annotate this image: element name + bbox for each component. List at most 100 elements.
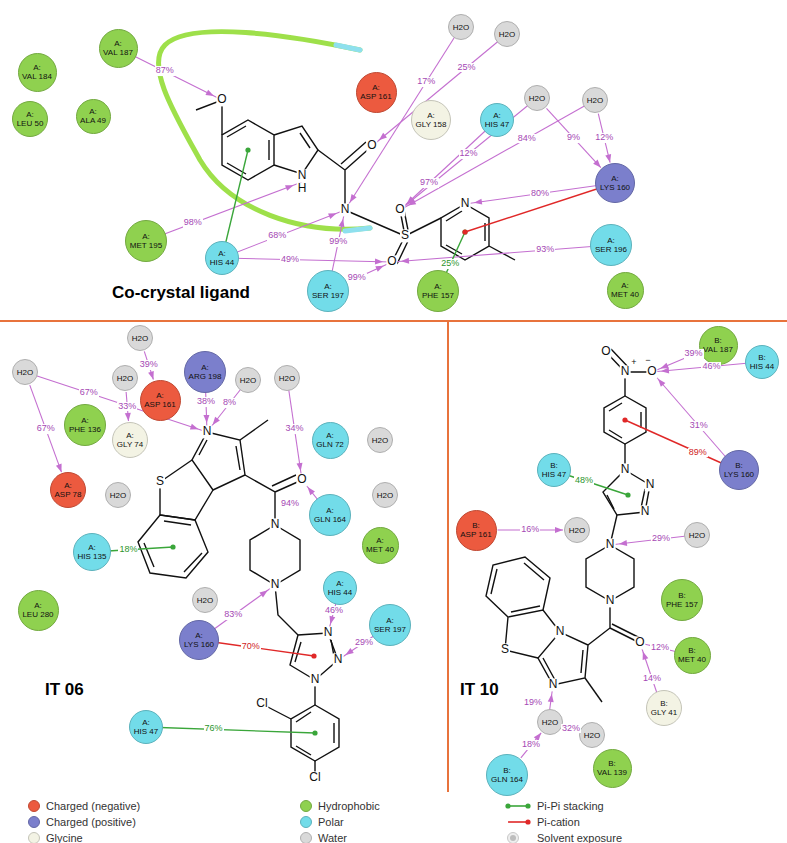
- pi-pi-stacking-line: [92, 150, 628, 733]
- residue-circle: A:VAL 184: [18, 53, 57, 92]
- panel-title: IT 10: [460, 680, 499, 700]
- percent-label: 46%: [701, 362, 721, 372]
- residue-label: PHE 157: [422, 291, 454, 300]
- residue-label: ASP 161: [360, 92, 391, 101]
- legend-swatch: [28, 832, 40, 843]
- residue-label: H2O: [117, 374, 133, 383]
- atom-label: N: [640, 505, 651, 518]
- percent-label: 34%: [284, 424, 304, 434]
- residue-label: GLY 41: [651, 708, 677, 717]
- hydrogen-bond-arrow: [392, 245, 611, 262]
- residue-label: H2O: [587, 96, 603, 105]
- atom-label: O: [366, 139, 377, 152]
- residue-circle: A:PHE 136: [64, 404, 106, 446]
- residue-label: A:: [218, 249, 226, 258]
- water-circle: H2O: [524, 85, 550, 111]
- percent-label: 29%: [354, 638, 374, 648]
- residue-label: A:: [64, 481, 72, 490]
- residue-label: LYS 160: [184, 640, 214, 649]
- residue-label: LEU 50: [17, 119, 44, 128]
- atom-label: N: [460, 197, 471, 210]
- atom-label: N: [297, 169, 308, 182]
- residue-label: H2O: [132, 334, 148, 343]
- panel-box: IT 10B:VAL 187B:HIS 44B:HIS 47B:LYS 160B…: [447, 322, 787, 792]
- residue-circle: B:PHE 157: [661, 579, 703, 621]
- solvent-exposure-outline: [158, 32, 370, 231]
- water-circle: H2O: [235, 367, 261, 393]
- hydrogen-bond-arrow: [652, 362, 760, 372]
- water-circle: H2O: [274, 365, 300, 391]
- residue-circle: A:ASP 161: [140, 380, 181, 421]
- residue-label: VAL 187: [103, 48, 133, 57]
- percent-label: 17%: [416, 77, 436, 87]
- atom-label: N: [310, 673, 321, 686]
- residue-label: PHE 157: [666, 600, 698, 609]
- residue-circle: A:LYS 160: [179, 620, 219, 660]
- residue-label: A:: [621, 281, 629, 290]
- residue-label: MET 40: [366, 545, 394, 554]
- residue-label: VAL 139: [597, 768, 627, 777]
- residue-circle: A:HIS 47: [480, 103, 514, 137]
- atom-label: O: [394, 203, 405, 216]
- panel-box: IT 06H2OH2OH2OA:ARG 198H2OH2OA:ASP 161A:…: [0, 322, 447, 792]
- water-circle: H2O: [537, 709, 563, 735]
- it10-structure: [538, 632, 588, 685]
- residue-circle: A:SER 196: [590, 224, 632, 266]
- interaction-arrow: [546, 108, 600, 167]
- hydrogen-bond-arrow: [465, 183, 615, 204]
- residue-label: MET 195: [130, 241, 162, 250]
- it06-structure: [295, 640, 334, 662]
- residue-label: GLN 72: [316, 440, 344, 449]
- residue-label: A:: [611, 174, 619, 183]
- pi-cation-line: [199, 183, 737, 656]
- residue-label: A:: [427, 111, 435, 120]
- water-circle: H2O: [684, 522, 710, 548]
- atom-label: N: [620, 365, 631, 378]
- percent-label: 9%: [566, 133, 581, 143]
- hydrogen-bond-arrow: [400, 120, 497, 210]
- percent-label: 46%: [324, 606, 344, 616]
- legend-item: Glycine: [28, 831, 83, 843]
- residue-label: H2O: [569, 526, 585, 535]
- solvent-exposure-outline: [336, 45, 360, 50]
- water-circle: H2O: [494, 21, 520, 47]
- it06-structure: [138, 515, 208, 578]
- legend-swatch: [300, 816, 312, 828]
- legend-label: Water: [318, 832, 347, 843]
- percent-label: 39%: [139, 360, 159, 370]
- percent-label: 16%: [520, 525, 540, 535]
- atom-label: S: [155, 475, 165, 488]
- it10-structure: [543, 650, 583, 680]
- water-circle: H2O: [579, 722, 605, 748]
- residue-label: A:: [386, 616, 394, 625]
- atom-label: N: [548, 678, 559, 691]
- it06-structure: [250, 525, 300, 585]
- residue-circle: B:MET 40: [674, 637, 711, 674]
- residue-label: MET 40: [611, 290, 639, 299]
- percent-label: 84%: [517, 134, 537, 144]
- legend-sample: [505, 816, 531, 828]
- it06-structure: [296, 712, 334, 755]
- legend-swatch: [28, 800, 40, 812]
- residue-circle: A:HIS 47: [129, 710, 163, 744]
- residue-label: A:: [336, 579, 344, 588]
- residue-label: HIS 44: [750, 362, 774, 371]
- solvent-exposure-outline: [158, 32, 370, 230]
- atom-label: N: [620, 463, 631, 476]
- percent-label: 18%: [118, 545, 138, 555]
- water-circle: H2O: [582, 87, 608, 113]
- residue-label: SER 196: [595, 245, 627, 254]
- residue-circle: A:PHE 157: [417, 270, 459, 312]
- residue-label: A:: [376, 536, 384, 545]
- water-circle: H2O: [564, 517, 590, 543]
- legend-swatch: [28, 816, 40, 828]
- atom-label: N: [270, 578, 281, 591]
- residue-label: H2O: [499, 30, 515, 39]
- hydrogen-bond-arrow: [25, 27, 760, 722]
- it10-structure: [486, 557, 550, 617]
- hydrogen-bond-arrow: [345, 27, 461, 210]
- it06-structure: [160, 460, 213, 520]
- residue-circle: B:HIS 47: [537, 453, 571, 487]
- percent-label: 18%: [521, 740, 541, 750]
